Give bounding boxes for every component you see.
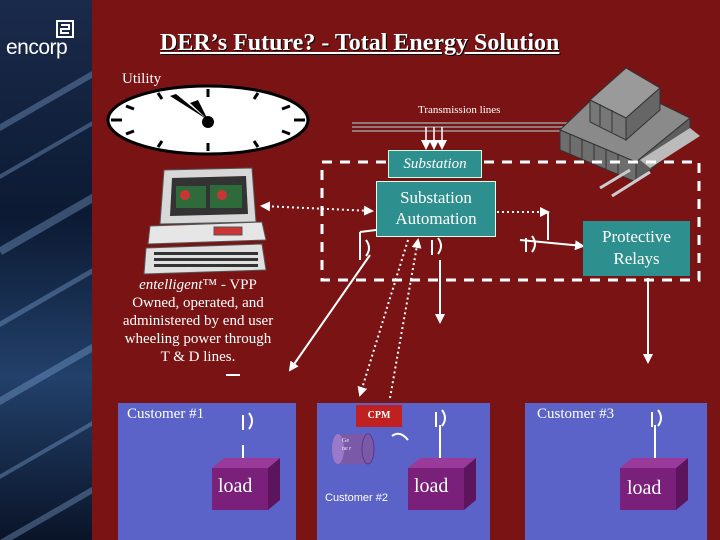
entelligent-line4: wheeling power through <box>124 331 272 347</box>
transmission-lines <box>352 122 575 150</box>
logo-mark-icon <box>56 20 74 38</box>
substation-label: Substation <box>388 150 482 178</box>
load-box-2 <box>408 458 476 510</box>
computer-icon <box>143 167 267 275</box>
switch-icon <box>242 235 662 441</box>
sa-line1: Substation <box>400 188 472 207</box>
generator-label: Ge ne r <box>342 438 352 452</box>
sa-line2: Automation <box>395 209 477 228</box>
substation-automation-box: Substation Automation <box>376 181 496 237</box>
protective-relays-box: Protective Relays <box>583 221 690 276</box>
customer-2-label: Customer #2 <box>325 492 388 504</box>
logo-text: encorp <box>6 36 68 59</box>
generator-icon <box>332 433 375 465</box>
entelligent-brand: entelligent <box>139 277 203 293</box>
entelligent-description: entelligent™ - VPP Owned, operated, and … <box>100 276 296 366</box>
pr-line1: Protective <box>602 227 671 246</box>
utility-label: Utility <box>122 71 162 87</box>
customer-1-label: Customer #1 <box>127 406 205 422</box>
load-box-3 <box>620 458 688 510</box>
load-box-1 <box>212 458 280 510</box>
entelligent-line2: Owned, operated, and <box>132 295 264 311</box>
entelligent-suffix: ™ - VPP <box>202 277 257 293</box>
sidebar-decoration: encorp <box>0 0 92 540</box>
load-label-2: load <box>414 475 449 497</box>
entelligent-line3: administered by end user <box>122 313 274 329</box>
load-label-1: load <box>218 475 253 497</box>
customer-3-label: Customer #3 <box>537 406 615 422</box>
entelligent-line5: T & D lines. <box>160 349 236 365</box>
clock-icon <box>106 84 310 156</box>
cpm-badge: CPM <box>356 405 402 427</box>
pr-line2: Relays <box>613 249 660 268</box>
building-icon <box>559 67 700 198</box>
page-title: DER’s Future? - Total Energy Solution <box>160 30 560 56</box>
substation-boundary <box>320 160 701 282</box>
load-label-3: load <box>627 477 662 499</box>
transmission-lines-label: Transmission lines <box>418 104 501 116</box>
